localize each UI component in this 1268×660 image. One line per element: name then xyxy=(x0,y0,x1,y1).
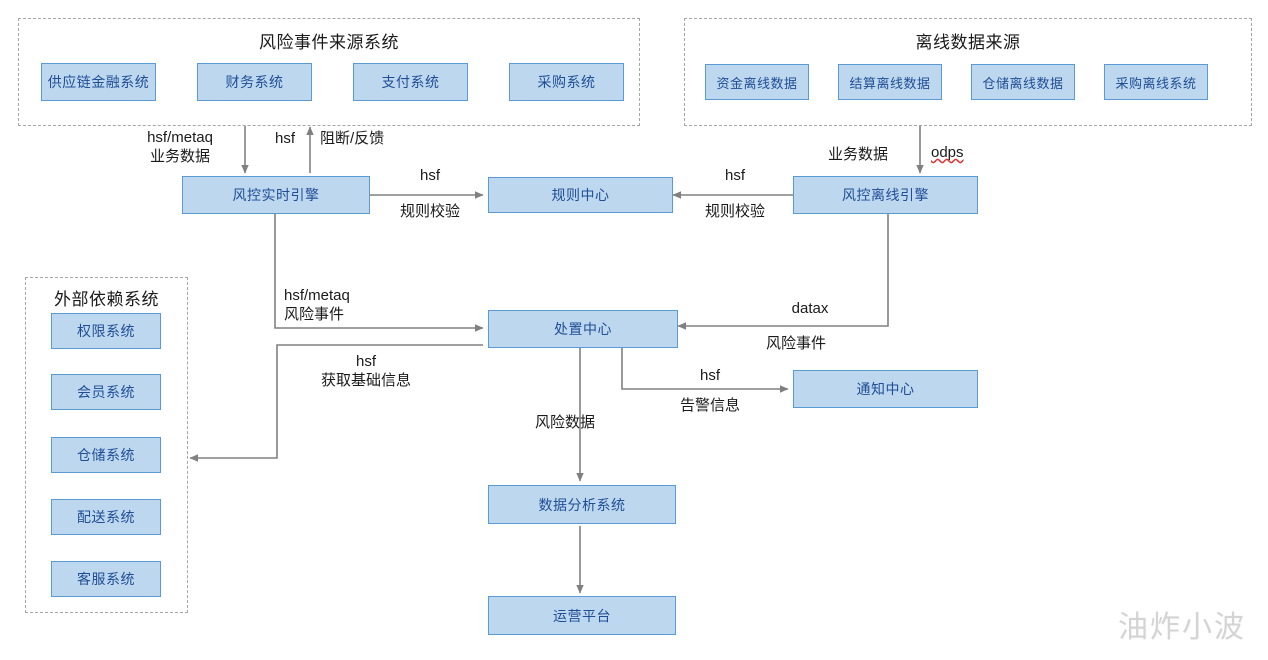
label-realtime-feedback-action: 阻断/反馈 xyxy=(320,130,385,147)
node-offline-risk-engine[interactable]: 风控离线引擎 xyxy=(793,176,978,214)
node-rule-center[interactable]: 规则中心 xyxy=(488,177,673,213)
label-realtime-feedback-hsf: hsf xyxy=(275,130,296,147)
label-offline-to-rule-protocol: hsf xyxy=(724,167,745,184)
node-notification-center[interactable]: 通知中心 xyxy=(793,370,978,408)
node-fund-offline-data[interactable]: 资金离线数据 xyxy=(705,64,809,100)
label-disposal-to-notification-action: 告警信息 xyxy=(679,397,740,414)
node-realtime-risk-engine[interactable]: 风控实时引擎 xyxy=(182,176,370,214)
node-customer-service-system[interactable]: 客服系统 xyxy=(51,561,161,597)
node-disposal-center[interactable]: 处置中心 xyxy=(488,310,678,348)
edge-realtime-to-disposal xyxy=(274,214,484,332)
label-realtime-to-disposal-line1: hsf/metaq xyxy=(284,287,350,304)
node-warehouse-offline-data[interactable]: 仓储离线数据 xyxy=(971,64,1075,100)
label-realtime-to-disposal: hsf/metaq 风险事件 xyxy=(284,286,350,324)
node-warehouse-system[interactable]: 仓储系统 xyxy=(51,437,161,473)
edge-disposal-to-external xyxy=(189,344,483,462)
label-disposal-to-notification-protocol: hsf xyxy=(699,367,720,384)
edge-offline-to-disposal xyxy=(677,214,889,330)
label-source-to-realtime: hsf/metaq 业务数据 xyxy=(120,128,240,166)
group-offline-data-source xyxy=(684,18,1252,126)
label-offline-odps: odps xyxy=(931,144,964,161)
group-title-risk-event-source: 风险事件来源系统 xyxy=(259,33,399,52)
node-supply-chain-finance[interactable]: 供应链金融系统 xyxy=(41,63,156,101)
label-realtime-to-rule-action: 规则校验 xyxy=(399,203,460,220)
node-payment-system[interactable]: 支付系统 xyxy=(353,63,468,101)
label-source-to-realtime-line1: hsf/metaq xyxy=(147,129,213,146)
group-title-offline-data-source: 离线数据来源 xyxy=(915,33,1021,52)
label-source-to-realtime-line2: 业务数据 xyxy=(149,148,210,165)
label-offline-to-disposal-action: 风险事件 xyxy=(765,335,826,352)
label-realtime-to-rule-protocol: hsf xyxy=(419,167,440,184)
node-member-system[interactable]: 会员系统 xyxy=(51,374,161,410)
node-data-analysis-system[interactable]: 数据分析系统 xyxy=(488,485,676,524)
label-disposal-to-external: hsf 获取基础信息 xyxy=(286,352,446,390)
group-external-dependency xyxy=(25,277,188,613)
label-offline-to-rule-action: 规则校验 xyxy=(704,203,765,220)
watermark: 油炸小波 xyxy=(1118,611,1246,644)
node-procurement-offline-system[interactable]: 采购离线系统 xyxy=(1104,64,1208,100)
group-risk-event-source xyxy=(18,18,640,126)
label-offline-to-disposal-protocol: datax xyxy=(791,300,829,317)
node-procurement-system[interactable]: 采购系统 xyxy=(509,63,624,101)
label-offline-business-data: 业务数据 xyxy=(828,146,889,163)
edge-disposal-to-notification xyxy=(621,348,789,393)
label-disposal-to-external-line1: hsf xyxy=(355,353,376,370)
label-disposal-to-external-line2: 获取基础信息 xyxy=(320,372,411,389)
node-delivery-system[interactable]: 配送系统 xyxy=(51,499,161,535)
node-finance-system[interactable]: 财务系统 xyxy=(197,63,312,101)
node-operation-platform[interactable]: 运营平台 xyxy=(488,596,676,635)
label-realtime-to-disposal-line2: 风险事件 xyxy=(284,306,345,323)
label-disposal-to-analysis: 风险数据 xyxy=(535,414,596,431)
node-settlement-offline-data[interactable]: 结算离线数据 xyxy=(838,64,942,100)
node-permission-system[interactable]: 权限系统 xyxy=(51,313,161,349)
group-title-external-dependency: 外部依赖系统 xyxy=(54,290,159,309)
